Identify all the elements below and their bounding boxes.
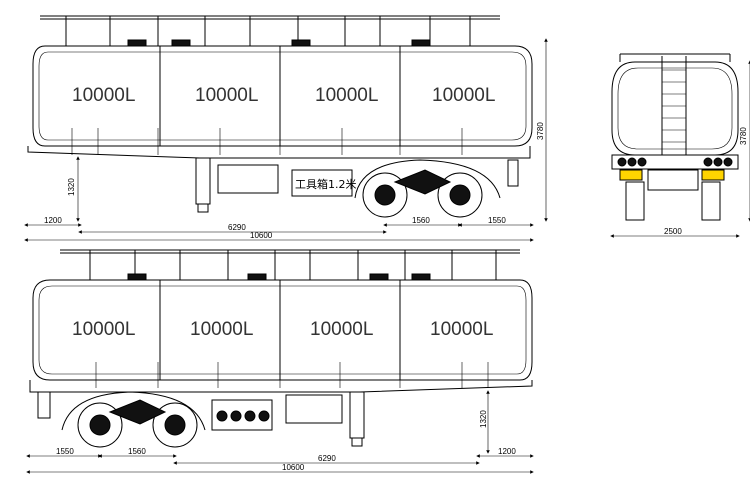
rear-lights bbox=[617, 157, 733, 167]
bottom-suspension bbox=[108, 399, 167, 425]
top-side-pipes bbox=[71, 128, 463, 155]
top-toolbox-label: 工具箱1.2米 bbox=[295, 177, 357, 191]
top-chassis bbox=[27, 146, 531, 159]
bottom-dim-axle-spacing: 1560 bbox=[128, 447, 146, 456]
rear-reflector-right bbox=[701, 169, 725, 181]
bottom-valves bbox=[216, 410, 270, 422]
bottom-dim-fifth-wheel: 1320 bbox=[479, 410, 488, 428]
bottom-front-light bbox=[37, 391, 51, 419]
rear-dim-height: 3780 bbox=[739, 127, 748, 145]
rear-reflector-left bbox=[619, 169, 643, 181]
top-rear-light bbox=[507, 159, 519, 187]
top-compartment-4: 10000L bbox=[432, 85, 495, 106]
bottom-handrail-posts bbox=[89, 250, 497, 280]
top-mudguard bbox=[354, 159, 501, 199]
bottom-tank-body bbox=[32, 279, 533, 381]
rear-tank-outline bbox=[611, 61, 739, 156]
bottom-mudguard bbox=[61, 391, 206, 431]
top-compartment-2: 10000L bbox=[195, 85, 258, 106]
top-wheel-rear bbox=[437, 172, 483, 218]
bottom-landing-gear bbox=[349, 391, 365, 439]
rear-dim-width: 2500 bbox=[664, 227, 682, 236]
bottom-side-view: 10000L 10000L 10000L 10000L 1320 1200 62… bbox=[26, 249, 534, 474]
bottom-dim-front-overhang: 1200 bbox=[498, 447, 516, 456]
top-toolbox bbox=[291, 169, 353, 197]
bottom-compartment-2: 10000L bbox=[190, 319, 253, 340]
top-landing-gear bbox=[195, 157, 211, 205]
top-dim-height: 3780 bbox=[536, 122, 545, 140]
bottom-manholes bbox=[127, 273, 431, 281]
bottom-dim-total-length: 10600 bbox=[282, 463, 305, 472]
bottom-wheel-front bbox=[77, 402, 123, 448]
bottom-chassis bbox=[29, 380, 533, 393]
top-suspension bbox=[393, 169, 452, 195]
bottom-compartment-3: 10000L bbox=[310, 319, 373, 340]
bottom-toolbox bbox=[285, 394, 343, 424]
top-compartment-1: 10000L bbox=[72, 85, 135, 106]
rear-wheel-left bbox=[625, 181, 645, 221]
top-dim-axle-spacing: 1560 bbox=[412, 216, 430, 225]
bottom-dim-rear-overhang: 1550 bbox=[56, 447, 74, 456]
top-dim-front-overhang: 1200 bbox=[44, 216, 62, 225]
bottom-compartment-4: 10000L bbox=[430, 319, 493, 340]
top-dim-total-length: 10600 bbox=[250, 231, 273, 240]
top-handrail-posts bbox=[65, 16, 471, 46]
bottom-wheel-rear bbox=[152, 402, 198, 448]
bottom-compartment-1: 10000L bbox=[72, 319, 135, 340]
rear-view: 3780 2500 bbox=[610, 53, 750, 238]
rear-wheel-right bbox=[701, 181, 721, 221]
top-wheel-front bbox=[362, 172, 408, 218]
top-tank-body bbox=[32, 45, 533, 147]
top-dim-kingpin-axle: 6290 bbox=[228, 223, 246, 232]
top-dim-rear-overhang: 1550 bbox=[488, 216, 506, 225]
top-compartment-3: 10000L bbox=[315, 85, 378, 106]
top-manholes bbox=[127, 39, 431, 47]
top-toolbox-frame bbox=[217, 164, 279, 194]
top-dim-fifth-wheel: 1320 bbox=[67, 178, 76, 196]
bottom-side-pipes bbox=[95, 362, 489, 388]
top-side-view: 工具箱1.2米 10000L 10000L 10000L 10000L 3780… bbox=[24, 15, 548, 242]
bottom-dim-kingpin-axle: 6290 bbox=[318, 454, 336, 463]
rear-ladder bbox=[661, 56, 687, 158]
